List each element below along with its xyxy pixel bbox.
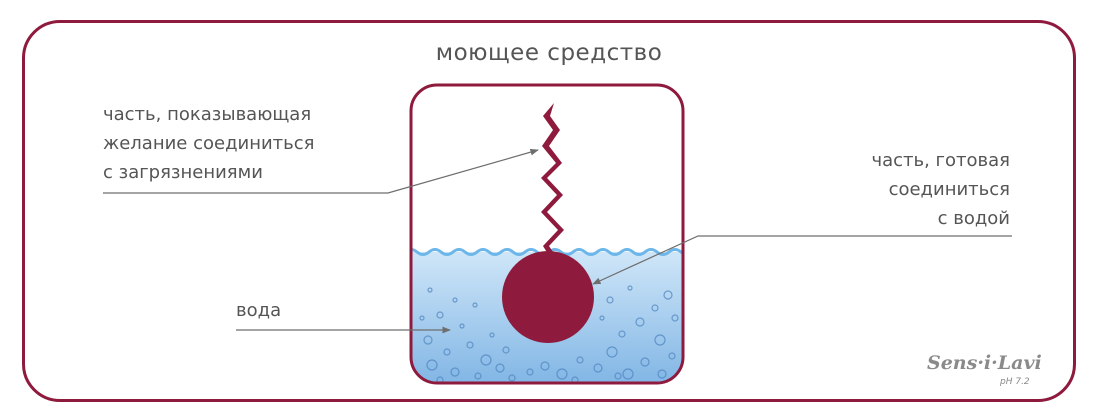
hydrophobic-tail-icon [541,103,564,255]
bubbles-icon [419,285,679,383]
leader-head [592,235,1012,285]
brand-logo-subtitle: pH 7.2 [1000,377,1030,387]
label-hydrophilic-head: часть, готовая соединиться с водой [871,150,1010,229]
hydrophilic-head-icon [502,251,594,343]
leader-tail [103,148,539,194]
label-water: вода [236,300,282,321]
outer-frame [22,20,1076,402]
label-hydrophobic-tail: часть, показывающая желание соединиться … [103,104,315,183]
diagram-title: моющее средство [435,40,663,66]
container-outline [409,83,685,385]
brand-logo: Sens·i·Lavi [927,352,1042,374]
